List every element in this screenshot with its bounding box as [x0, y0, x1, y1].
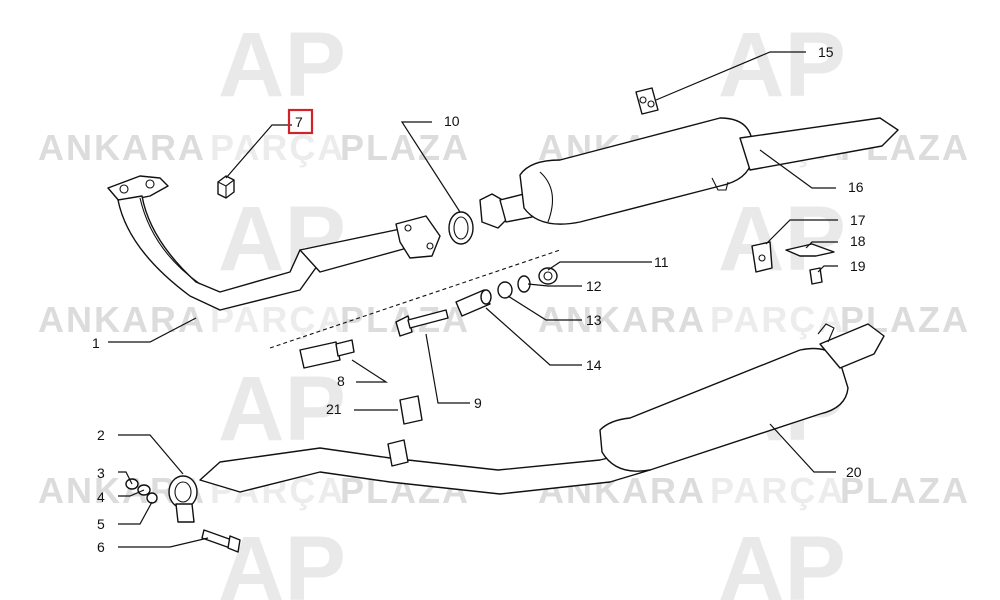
callout-3[interactable]: 3 — [97, 465, 105, 481]
callout-10[interactable]: 10 — [444, 113, 460, 129]
callout-11[interactable]: 11 — [654, 254, 669, 270]
watermark-middle: PARÇA — [210, 127, 345, 168]
watermark-suffix: PLAZA — [340, 127, 470, 168]
part-9-bolt[interactable] — [395, 309, 449, 337]
part-19-screw[interactable] — [809, 267, 823, 285]
watermark-logo: AP — [718, 14, 846, 116]
part-18-bracket[interactable] — [785, 243, 835, 257]
callout-2[interactable]: 2 — [97, 427, 105, 443]
watermark-logo: AP — [218, 358, 346, 460]
watermark-logo: AP — [218, 14, 346, 116]
callout-8[interactable]: 8 — [337, 373, 345, 389]
part-16-rear-silencer[interactable] — [479, 117, 899, 229]
part-10-sealing-ring[interactable] — [448, 211, 474, 245]
callout-19[interactable]: 19 — [850, 258, 866, 274]
part-21-rubber-hanger[interactable] — [399, 395, 423, 425]
callout-16[interactable]: 16 — [848, 179, 864, 195]
watermark-middle: PARÇA — [710, 470, 845, 511]
watermark-logo: AP — [718, 518, 846, 600]
highlight-box-part-7 — [287, 108, 314, 135]
callout-21[interactable]: 21 — [326, 401, 342, 417]
part-2-clamp[interactable] — [168, 475, 198, 523]
part-1-front-pipe[interactable] — [107, 175, 441, 311]
part-20-exhaust-pipe-with-silencer[interactable] — [199, 323, 885, 495]
callout-14[interactable]: 14 — [586, 357, 602, 373]
watermark-logo: AP — [218, 518, 346, 600]
callout-4[interactable]: 4 — [97, 489, 105, 505]
part-8-stud[interactable] — [299, 339, 355, 369]
part-14-spacer-sleeve[interactable] — [455, 289, 492, 317]
group-separator-line — [269, 249, 561, 349]
callout-18[interactable]: 18 — [850, 233, 866, 249]
callout-15[interactable]: 15 — [818, 44, 834, 60]
watermark-suffix: PLAZA — [840, 470, 970, 511]
watermark-logo: AP — [718, 188, 846, 290]
part-7-nut[interactable] — [217, 175, 235, 199]
callout-5[interactable]: 5 — [97, 516, 105, 532]
callout-7[interactable]: 7 — [295, 114, 303, 130]
leader-lines — [108, 51, 838, 548]
callout-13[interactable]: 13 — [586, 312, 602, 328]
callout-20[interactable]: 20 — [846, 464, 862, 480]
part-17-rubber-mount[interactable] — [751, 241, 773, 273]
callout-6[interactable]: 6 — [97, 539, 105, 555]
callout-17[interactable]: 17 — [850, 212, 866, 228]
callout-labels: 1 2 3 4 5 6 7 8 9 10 11 12 13 14 15 16 1… — [92, 44, 866, 555]
watermark-prefix: ANKARA — [38, 127, 206, 168]
watermark-middle: PARÇA — [710, 299, 845, 340]
watermark-logo: AP — [218, 188, 346, 290]
callout-1[interactable]: 1 — [92, 335, 100, 351]
part-13-spring-washer[interactable] — [497, 281, 513, 299]
part-11-nut[interactable] — [538, 267, 558, 285]
part-15-rubber-mount[interactable] — [635, 87, 659, 115]
watermark-prefix: ANKARA — [38, 299, 206, 340]
part-6-bolt[interactable] — [201, 529, 241, 553]
part-5-spring-washer[interactable] — [146, 492, 158, 504]
watermark-text-row-2: ANKARA PARÇA PLAZA ANKARA PARÇA PLAZA — [38, 299, 968, 340]
callout-9[interactable]: 9 — [474, 395, 482, 411]
callout-12[interactable]: 12 — [586, 278, 602, 294]
